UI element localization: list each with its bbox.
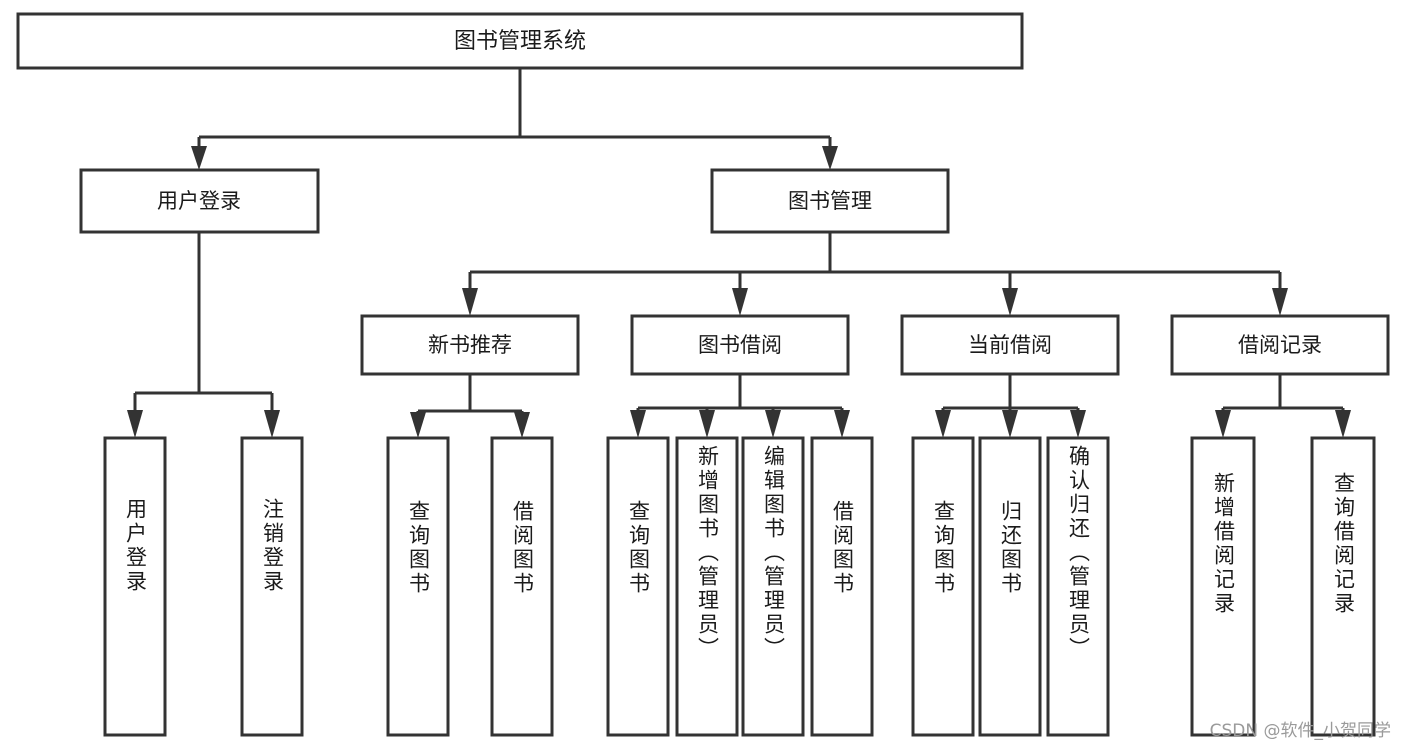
leaf-box-return-book[interactable]: [978, 436, 1042, 737]
leaf-box-query-book-2[interactable]: [606, 436, 670, 737]
connector-bookmanage-to-level3: [462, 232, 1288, 316]
node-box[interactable]: [900, 314, 1120, 376]
leaf-box-confirm-return[interactable]: [1046, 436, 1110, 737]
node-label-book-manage: 图书管理: [788, 189, 872, 213]
node-box[interactable]: [16, 12, 1024, 70]
leaf-box-borrow-book-1[interactable]: [490, 436, 554, 737]
arrow-head-icon: [699, 410, 715, 438]
node-root[interactable]: 图书管理系统: [16, 12, 1024, 70]
arrow-head-icon: [127, 410, 143, 438]
arrow-head-icon: [410, 412, 426, 438]
node-label-current-borrow: 当前借阅: [968, 333, 1052, 357]
leaf-box-query-record[interactable]: [1310, 436, 1376, 737]
leaf-box-edit-book[interactable]: [741, 436, 805, 737]
node-box[interactable]: [710, 168, 950, 234]
arrow-head-icon: [732, 288, 748, 316]
arrow-head-icon: [834, 410, 850, 438]
node-box[interactable]: [1170, 314, 1390, 376]
connector-bookborrow-to-leaves: [630, 374, 850, 438]
arrow-head-icon: [765, 410, 781, 438]
connector-borrowrecord-to-leaves: [1215, 374, 1351, 438]
arrow-head-icon: [1002, 410, 1018, 438]
node-book-borrow[interactable]: 图书借阅: [630, 314, 850, 376]
arrow-head-icon: [1215, 410, 1231, 438]
node-book-manage[interactable]: 图书管理: [710, 168, 950, 234]
leaf-box-user-logout[interactable]: [240, 436, 304, 737]
arrow-head-icon: [514, 412, 530, 438]
arrow-head-icon: [1272, 288, 1288, 316]
leaf-box-query-book-1[interactable]: [386, 436, 450, 737]
node-box[interactable]: [630, 314, 850, 376]
leaf-box-add-record[interactable]: [1190, 436, 1256, 737]
arrow-head-icon: [1002, 288, 1018, 316]
node-label-new-book-rec: 新书推荐: [428, 333, 512, 357]
leaf-box-borrow-book-2[interactable]: [810, 436, 874, 737]
arrow-head-icon: [462, 288, 478, 316]
leaf-box-add-book[interactable]: [675, 436, 739, 737]
connector-newbook-to-leaves: [410, 374, 530, 438]
node-label-book-borrow: 图书借阅: [698, 333, 782, 357]
node-label-user-login: 用户登录: [157, 189, 241, 213]
node-current-borrow[interactable]: 当前借阅: [900, 314, 1120, 376]
arrow-head-icon: [264, 410, 280, 438]
node-label-root: 图书管理系统: [454, 29, 586, 54]
arrow-head-icon: [935, 410, 951, 438]
arrow-head-icon: [822, 146, 838, 170]
node-label-borrow-record: 借阅记录: [1238, 333, 1322, 357]
connector-currentborrow-to-leaves: [935, 374, 1086, 438]
arrow-head-icon: [191, 146, 207, 170]
node-new-book-rec[interactable]: 新书推荐: [360, 314, 580, 376]
node-user-login[interactable]: 用户登录: [79, 168, 320, 234]
node-box[interactable]: [79, 168, 320, 234]
arrow-head-icon: [1335, 410, 1351, 438]
node-box[interactable]: [360, 314, 580, 376]
connector-root-to-level2: [191, 68, 838, 170]
arrow-head-icon: [1070, 410, 1086, 438]
leaf-box-user-login[interactable]: [103, 436, 167, 737]
csdn-watermark: CSDN @软件_小贺同学: [1209, 721, 1391, 741]
connector-userlogin-to-leaves: [127, 232, 280, 438]
leaf-box-query-book-3[interactable]: [911, 436, 975, 737]
arrow-head-icon: [630, 410, 646, 438]
node-borrow-record[interactable]: 借阅记录: [1170, 314, 1390, 376]
